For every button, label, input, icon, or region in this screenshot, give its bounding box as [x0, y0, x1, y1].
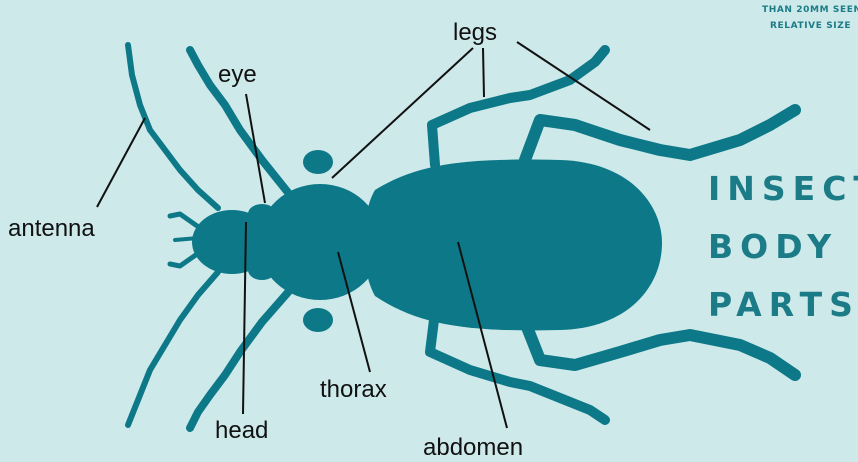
eye-label: eye [218, 61, 257, 88]
front-leg-lower [190, 290, 290, 428]
title-line-1: INSECT [708, 169, 858, 208]
antenna-pointer [97, 118, 145, 207]
hind-leg-upper [525, 110, 795, 160]
legs-label: legs [453, 19, 497, 46]
insect-abdomen [364, 160, 662, 331]
middle-leg-upper [432, 50, 605, 165]
legs-pointer-middle [483, 48, 484, 97]
insect-thorax [258, 184, 382, 300]
title-line-3: PARTS [708, 285, 858, 324]
hind-leg-lower [525, 322, 795, 375]
title-line-2: BODY [708, 227, 838, 266]
front-leg-femur-lower [303, 308, 333, 332]
front-leg-femur-upper [303, 150, 333, 174]
abdomen-label: abdomen [423, 434, 523, 461]
antenna-label: antenna [8, 215, 95, 242]
note-line-2: RELATIVE SIZE [770, 21, 851, 31]
note-line-1: THAN 20MM SEEN [762, 5, 858, 15]
head-label: head [215, 417, 268, 444]
thorax-label: thorax [320, 376, 387, 403]
